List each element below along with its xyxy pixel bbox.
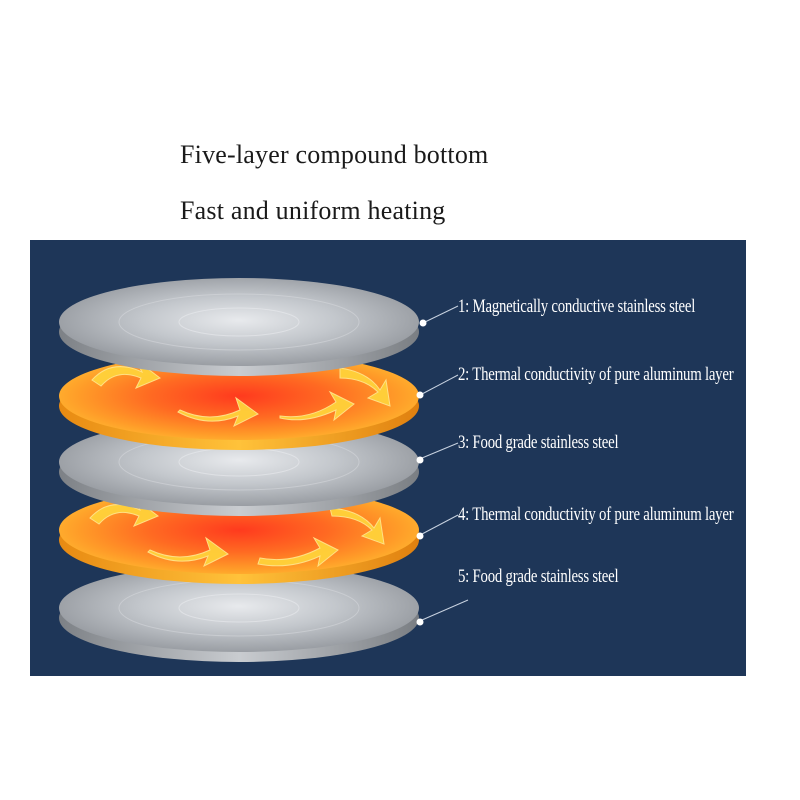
leader-lines — [421, 305, 469, 621]
layer-5-label: 5: Food grade stainless steel — [458, 566, 619, 587]
layer-4-label: 4: Thermal conductivity of pure aluminum… — [458, 504, 734, 525]
layer-stack-illustration — [59, 278, 469, 662]
pointer-dots — [416, 319, 427, 626]
title-line-1: Five-layer compound bottom — [180, 140, 489, 169]
layer-2-label: 2: Thermal conductivity of pure aluminum… — [458, 364, 734, 385]
layer-5-steel-disc — [59, 564, 419, 662]
layer-2-aluminum-disc — [59, 352, 419, 450]
title-line-2: Fast and uniform heating — [180, 196, 446, 225]
layer-diagram-panel: 1: Magnetically conductive stainless ste… — [30, 240, 746, 676]
layer-3-label: 3: Food grade stainless steel — [458, 432, 619, 453]
layer-1-label: 1: Magnetically conductive stainless ste… — [458, 296, 696, 317]
layer-1-steel-disc — [59, 278, 419, 376]
